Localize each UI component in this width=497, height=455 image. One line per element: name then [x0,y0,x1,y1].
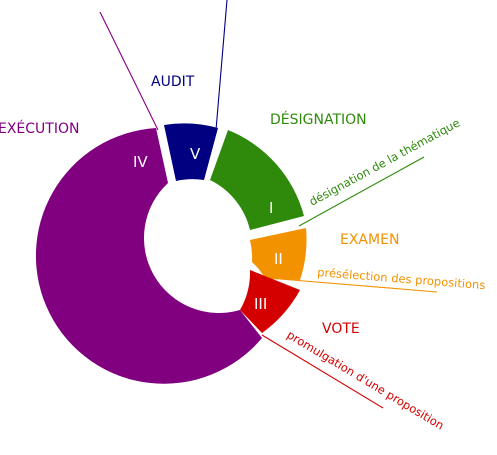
leader-line-execution [99,11,159,131]
stage-name-audit: AUDIT [151,74,195,90]
segment-examen [250,228,307,280]
leader-line-designation [298,156,425,227]
stage-numeral-vote: III [254,295,267,313]
leader-line-vote [261,334,384,409]
stage-numeral-audit: V [190,145,201,163]
leader-line-examen [279,278,438,293]
segment-audit [164,123,218,181]
segment-execution [35,128,263,384]
stage-note-designation: désignation de la thématique [307,116,462,209]
stage-name-designation: DÉSIGNATION [270,111,367,128]
stage-note-examen: présélection des propositions [317,265,486,292]
stage-numeral-designation: I [269,199,273,217]
stage-name-vote: VOTE [322,321,360,337]
segment-designation [210,130,304,230]
leader-line-audit [215,0,228,131]
stage-name-examen: EXAMEN [340,232,399,248]
stage-numeral-examen: II [274,250,283,268]
stage-name-execution: EXÉCUTION [0,120,79,137]
segment-vote [240,270,300,333]
stage-numeral-execution: IV [133,153,148,171]
stage-note-vote: promulgation d'une proposition [284,328,446,433]
